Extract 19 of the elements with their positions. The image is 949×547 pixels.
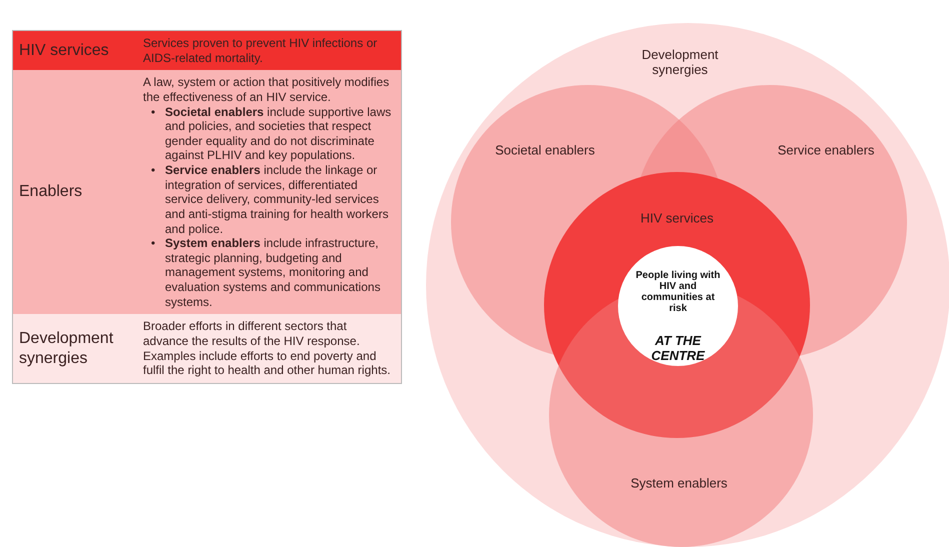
circle-label: Societal enablers bbox=[494, 142, 596, 158]
circle-label: AT THE CENTRE bbox=[650, 333, 706, 363]
circle-label: System enablers bbox=[630, 476, 728, 490]
bullet-mark: • bbox=[151, 163, 156, 179]
circle-label: Service enablers bbox=[776, 142, 876, 158]
row-heading: Enablers bbox=[19, 183, 82, 200]
bullet-mark: • bbox=[151, 104, 156, 120]
circle-label: People living with HIV and communities at risk bbox=[634, 270, 722, 314]
row-heading: HIV services bbox=[19, 42, 109, 59]
circle-label: HIV services bbox=[640, 210, 714, 226]
bullet-text: System enablers include infrastructure, strategic planning, budgeting and management systems, monitoring and evaluation systems and communications systems. bbox=[165, 236, 382, 310]
definition-text: A law, system or action that positively modifies the effectiveness of an HIV service. bbox=[143, 75, 390, 104]
definition-text: Broader efforts in different sectors that advance the results of the HIV response. Examples include efforts to end poverty and fulfil the right to health and other human rights. bbox=[143, 319, 392, 378]
bullet-text: Service enablers include the linkage or integration of services, differentiated service delivery, community-led services and anti-stigma training for health workers and police. bbox=[165, 163, 390, 236]
row-heading: Development synergies bbox=[19, 330, 114, 366]
circle-label: Development synergies bbox=[640, 47, 720, 77]
definition-text: Services proven to prevent HIV infections or AIDS-related mortality. bbox=[143, 36, 378, 66]
bullet-text: Societal enablers include supportive laws and policies, and societies that respect gender equality and do not discriminate against PLHIV and key populations. bbox=[165, 104, 392, 163]
bullet-mark: • bbox=[151, 236, 156, 252]
